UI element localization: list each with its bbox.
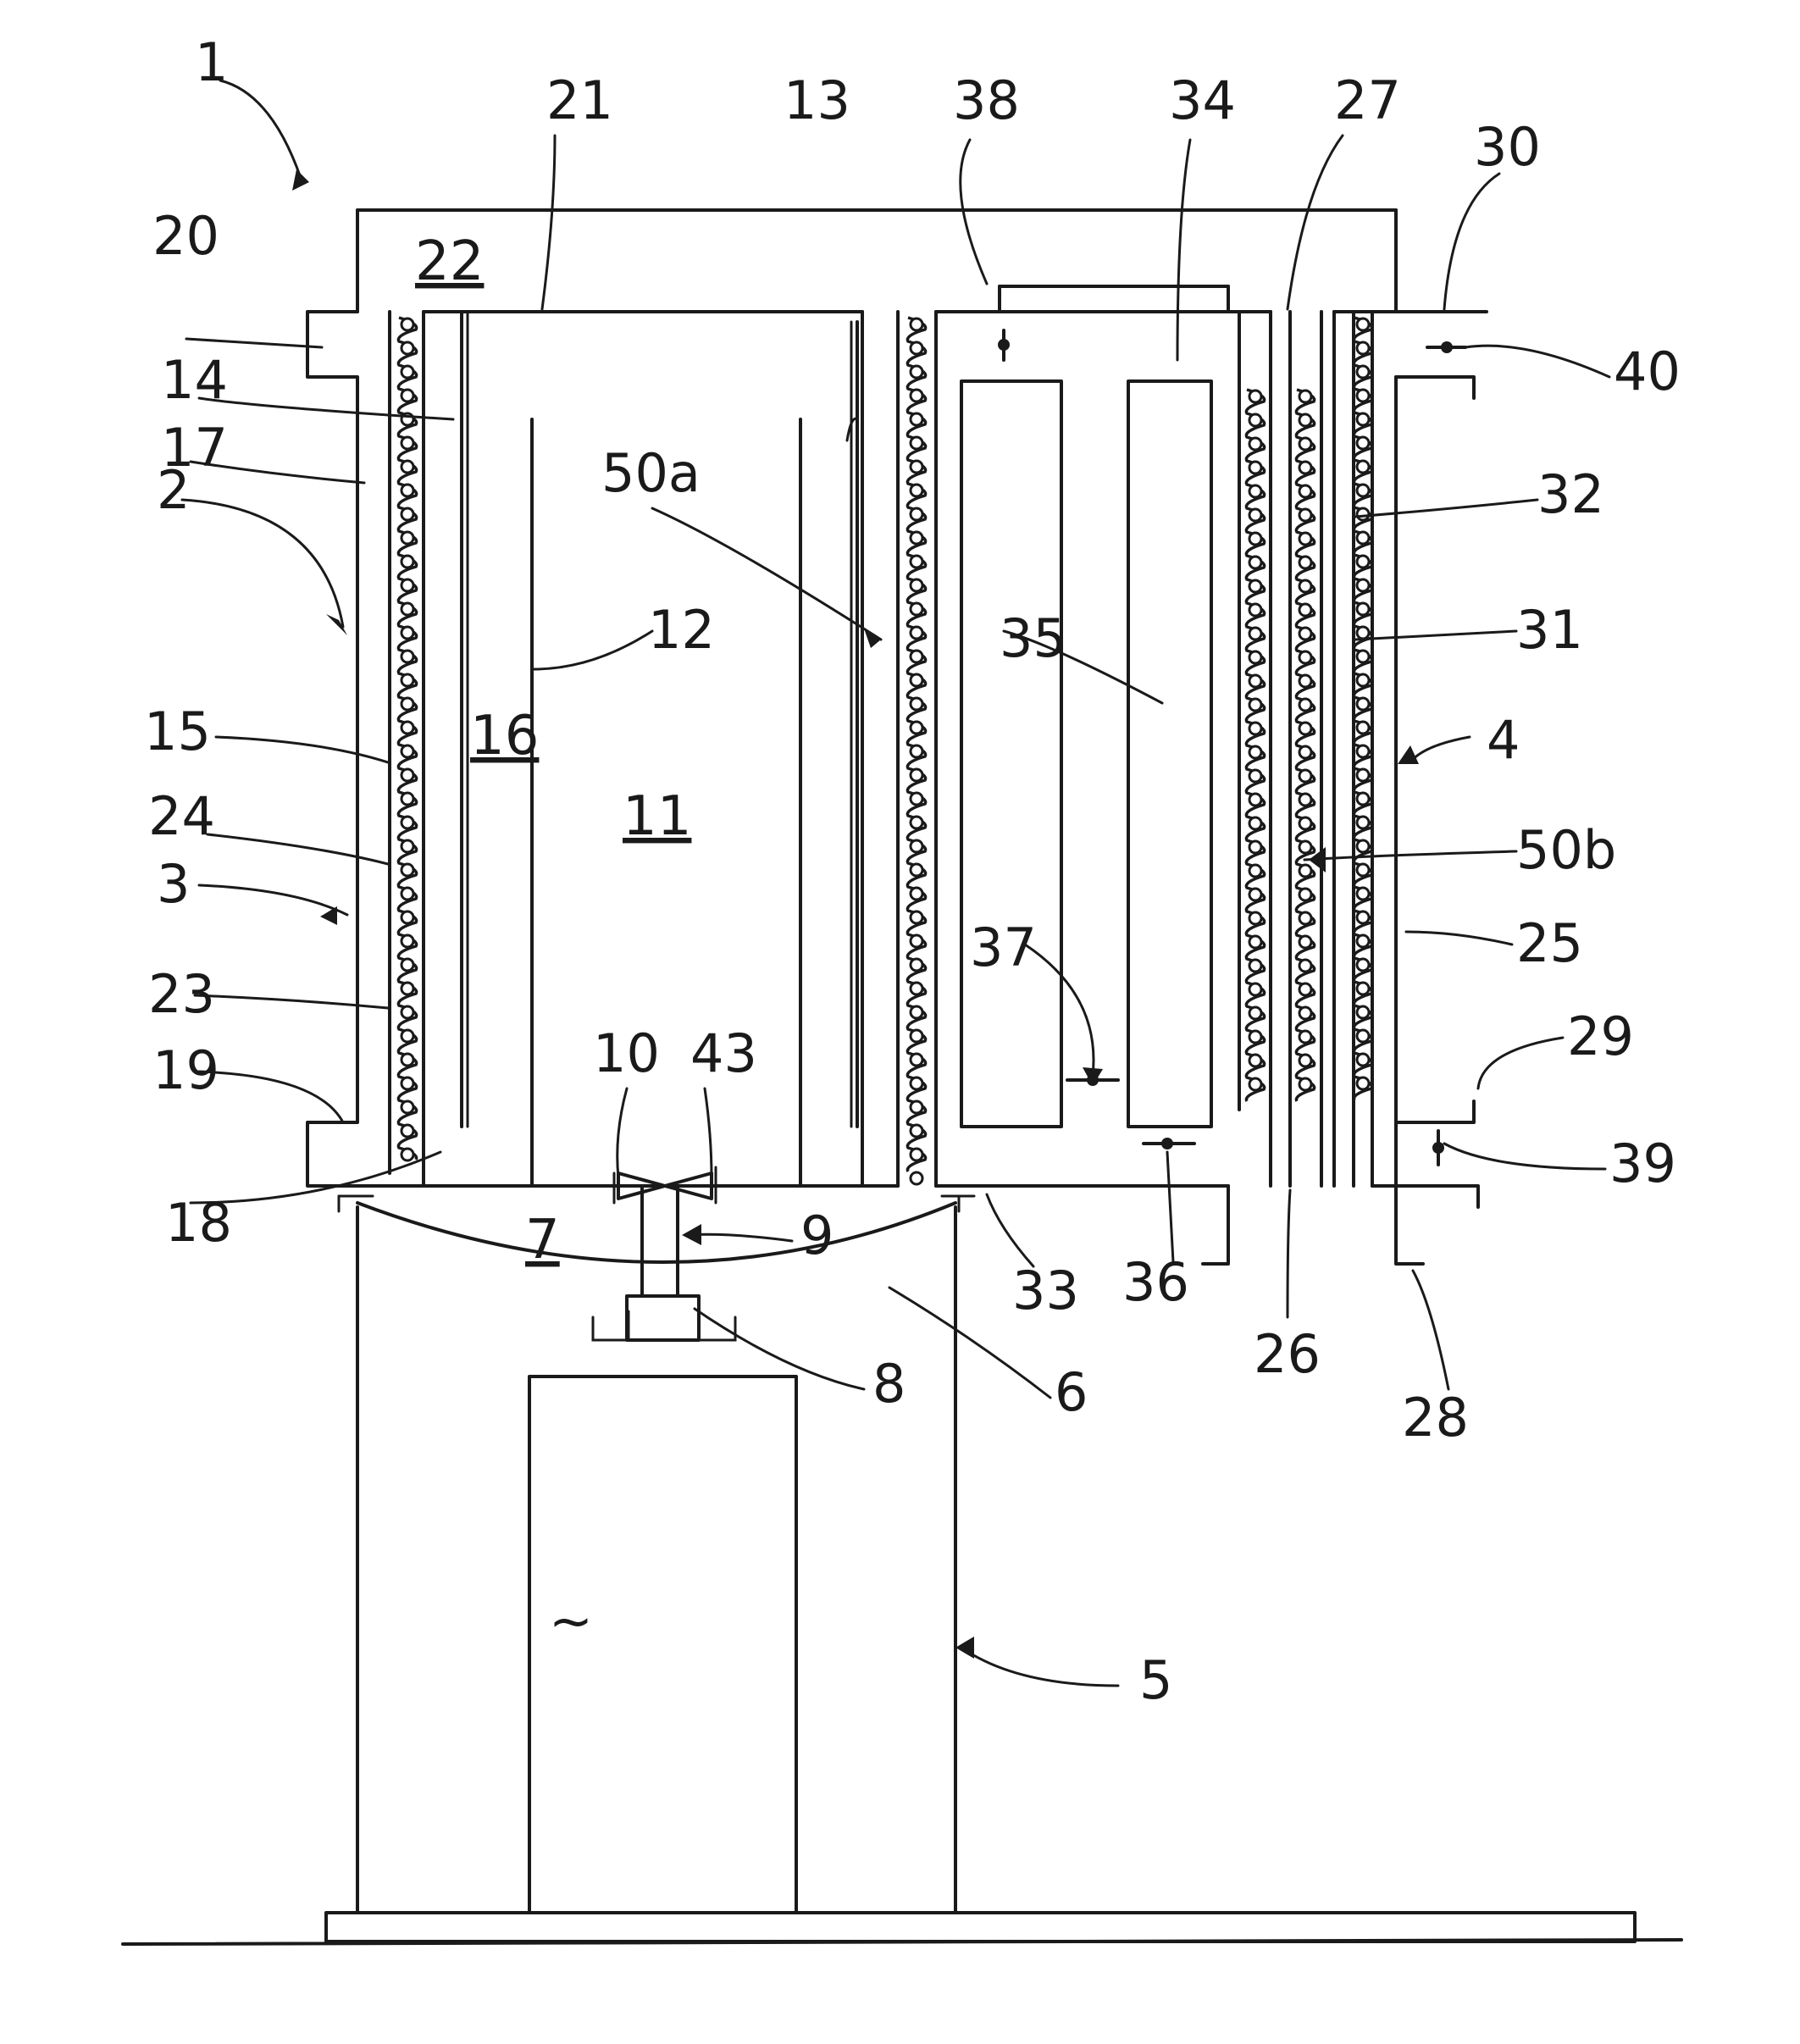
bottom-dish: [339, 1196, 974, 1262]
label-n10: 10: [593, 1022, 660, 1084]
label-n39: 39: [1609, 1133, 1676, 1194]
coil-right-2: [1296, 390, 1314, 1101]
label-n17: 17: [161, 417, 228, 479]
label-n30: 30: [1474, 116, 1541, 178]
label-n1: 1: [195, 31, 228, 93]
label-n18: 18: [165, 1192, 232, 1254]
coil-left: [398, 318, 416, 1160]
tilde-symbol: ~: [549, 1590, 593, 1652]
label-n15: 15: [144, 701, 211, 762]
label-n31: 31: [1516, 599, 1583, 661]
label-n29: 29: [1567, 1005, 1634, 1067]
label-n32: 32: [1537, 463, 1604, 525]
label-a11: 11: [623, 785, 691, 848]
label-n50b: 50b: [1516, 819, 1616, 881]
label-n27: 27: [1334, 69, 1401, 131]
label-n21: 21: [546, 69, 613, 131]
label-n25: 25: [1516, 912, 1583, 974]
label-a7: 7: [525, 1209, 560, 1271]
label-n4: 4: [1487, 709, 1520, 771]
label-n26: 26: [1254, 1323, 1321, 1385]
base-plate: [123, 1913, 1681, 1944]
label-n28: 28: [1402, 1387, 1469, 1449]
label-n24: 24: [148, 785, 215, 847]
label-n19: 19: [152, 1039, 219, 1101]
coil-right-1: [1246, 390, 1264, 1101]
label-n20: 20: [152, 205, 219, 267]
label-n5: 5: [1139, 1649, 1172, 1711]
label-a16: 16: [470, 705, 539, 767]
label-n35: 35: [1000, 607, 1066, 669]
label-n8: 8: [872, 1353, 906, 1415]
label-n50a: 50a: [601, 442, 701, 504]
label-n12: 12: [648, 599, 715, 661]
lower-housing: [357, 1207, 955, 1913]
label-n38: 38: [953, 69, 1020, 131]
label-n40: 40: [1614, 341, 1681, 402]
coil-center: [907, 318, 925, 1184]
label-n43: 43: [690, 1022, 757, 1084]
label-n6: 6: [1055, 1361, 1088, 1423]
coil-right-3: [1354, 318, 1371, 1100]
label-n34: 34: [1169, 69, 1236, 131]
label-n36: 36: [1122, 1251, 1189, 1313]
label-n14: 14: [161, 349, 228, 411]
heating-coils: [398, 318, 1371, 1184]
label-n33: 33: [1012, 1260, 1079, 1321]
label-n3: 3: [157, 853, 190, 915]
label-n23: 23: [148, 963, 215, 1025]
label-a22: 22: [415, 230, 484, 293]
label-n37: 37: [970, 917, 1037, 978]
label-n9: 9: [800, 1205, 834, 1266]
label-n13: 13: [784, 69, 850, 131]
